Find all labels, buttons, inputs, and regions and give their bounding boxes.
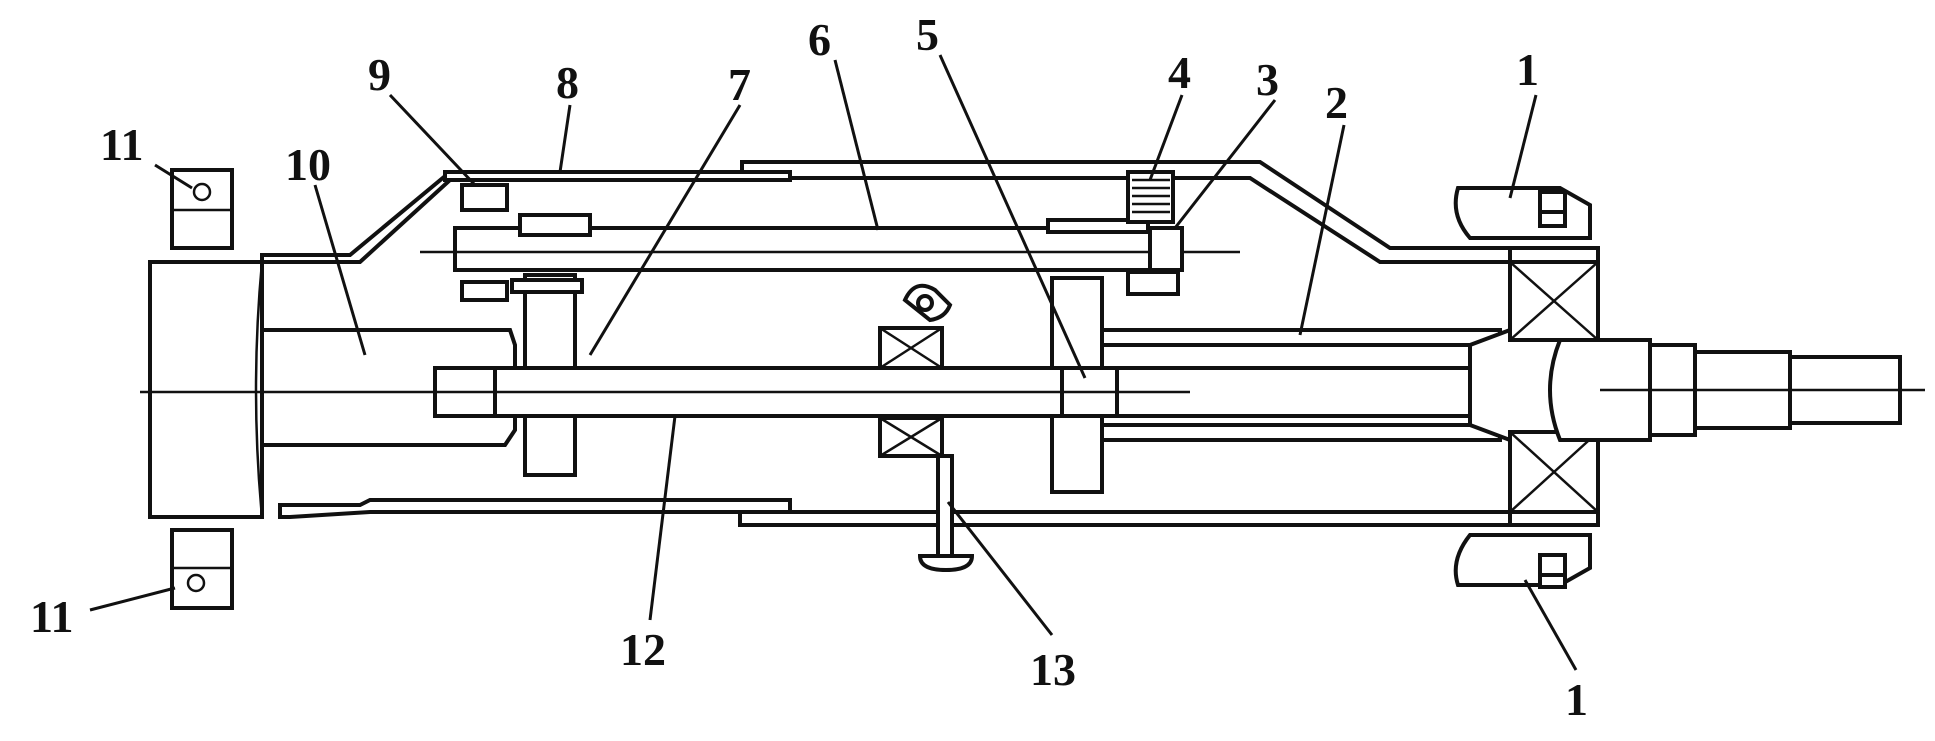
part-1-top-lug bbox=[1453, 186, 1592, 240]
right-bearing bbox=[1508, 260, 1600, 514]
label-3: 3 bbox=[1256, 54, 1279, 105]
label-1-top: 1 bbox=[1516, 44, 1539, 95]
part-1-bottom-lug bbox=[1453, 533, 1592, 589]
label-7: 7 bbox=[728, 59, 751, 110]
label-10: 10 bbox=[285, 139, 331, 190]
label-2: 2 bbox=[1325, 77, 1348, 128]
part-13-lever bbox=[878, 283, 975, 573]
part-11-bottom-clamp bbox=[170, 528, 234, 610]
label-1-bottom: 1 bbox=[1565, 674, 1588, 725]
part-3-shaft-end bbox=[1148, 226, 1184, 272]
left-cap-curve bbox=[254, 261, 264, 518]
label-9: 9 bbox=[368, 49, 391, 100]
label-8: 8 bbox=[556, 57, 579, 108]
label-11-bottom: 11 bbox=[30, 591, 73, 642]
label-5: 5 bbox=[916, 9, 939, 60]
part-6-shaft bbox=[420, 213, 1240, 272]
left-end-cap bbox=[148, 260, 264, 519]
part-12-shaft bbox=[140, 366, 1190, 418]
leader-lines bbox=[89, 54, 1578, 671]
output-shaft bbox=[1548, 338, 1925, 442]
label-13: 13 bbox=[1030, 644, 1076, 695]
label-11-top: 11 bbox=[100, 119, 143, 170]
part-4-spring bbox=[1126, 170, 1180, 296]
label-4: 4 bbox=[1168, 47, 1191, 98]
part-9-bearing bbox=[460, 183, 584, 302]
label-6: 6 bbox=[808, 14, 831, 65]
label-12: 12 bbox=[620, 624, 666, 675]
part-2-tube bbox=[1100, 328, 1562, 442]
